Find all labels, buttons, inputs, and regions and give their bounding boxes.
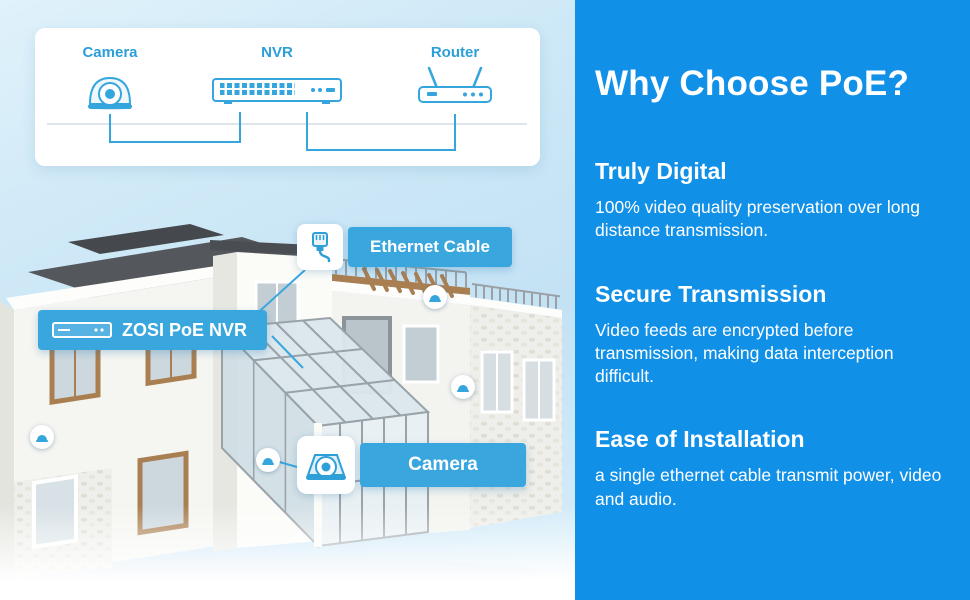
section-body: 100% video quality preservation over lon…: [595, 197, 920, 241]
callout-label: Ethernet Cable: [348, 227, 512, 267]
dome-camera-icon: [429, 295, 441, 302]
callout-label: ZOSI PoE NVR: [122, 319, 248, 340]
nvr-icon: [212, 78, 342, 104]
section-secure-transmission: Secure Transmission Video feeds are encr…: [595, 281, 944, 389]
callout-zosi-poe-nvr: ZOSI PoE NVR: [38, 310, 268, 350]
dome-camera-icon: [297, 436, 355, 494]
callout-label: Camera: [360, 443, 526, 487]
section-body: a single ethernet cable transmit power, …: [595, 465, 942, 509]
section-heading: Truly Digital: [595, 158, 727, 184]
nvr-icon: [52, 322, 112, 338]
dome-camera-icon: [262, 458, 274, 465]
section-truly-digital: Truly Digital 100% video quality preserv…: [595, 158, 944, 243]
diagram-node-router: Router: [403, 44, 507, 112]
diagram-connection-lines: [47, 112, 527, 151]
diagram-label-nvr: NVR: [261, 44, 293, 61]
camera-marker: [451, 375, 475, 399]
section-ease-of-installation: Ease of Installation a single ethernet c…: [595, 426, 944, 511]
camera-marker: [256, 448, 280, 472]
camera-marker: [423, 285, 447, 309]
dome-camera-icon: [36, 435, 48, 442]
diagram-label-router: Router: [430, 44, 480, 61]
panel-title: Why Choose PoE?: [595, 64, 910, 103]
diagram-label-camera: Camera: [82, 44, 138, 61]
ground-fog: [0, 505, 575, 600]
info-panel: Why Choose PoE? Truly Digital 100% video…: [575, 0, 970, 600]
dome-camera-icon: [88, 76, 132, 110]
router-icon: [418, 66, 492, 103]
camera-marker: [30, 425, 54, 449]
section-body: Video feeds are encrypted before transmi…: [595, 319, 894, 387]
callout-camera: Camera: [297, 436, 526, 494]
illustration-area: Camera NVR: [0, 0, 575, 600]
diagram-node-camera: Camera: [60, 44, 160, 114]
callout-ethernet-cable: Ethernet Cable: [297, 224, 512, 270]
diagram-node-nvr: NVR: [210, 44, 344, 108]
poe-connection-diagram: Camera NVR: [35, 28, 540, 166]
dome-camera-icon: [457, 385, 469, 392]
ethernet-cable-icon: [297, 224, 343, 270]
section-heading: Secure Transmission: [595, 280, 827, 307]
section-heading: Ease of Installation: [595, 426, 805, 453]
